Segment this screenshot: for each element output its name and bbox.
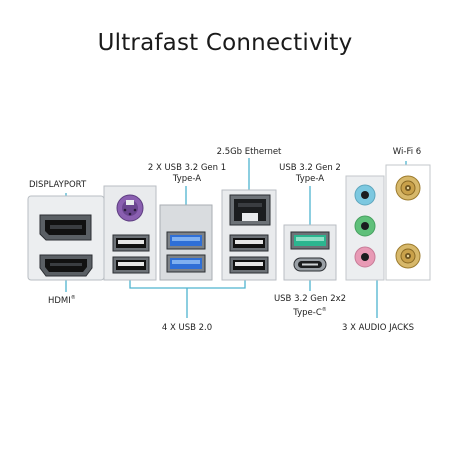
label-usb32-gen1-line1: 2 X USB 3.2 Gen 1: [147, 163, 227, 173]
label-usb32-gen2x2-line2: Type-C: [293, 307, 322, 318]
label-ethernet: 2.5Gb Ethernet: [216, 147, 282, 157]
label-usb32-gen2x2-mark: ®: [321, 307, 327, 313]
ethernet-usb20-block: [221, 189, 277, 281]
audio-block: [345, 175, 385, 281]
usb32-gen1-port-2[interactable]: [166, 254, 206, 273]
displayport-port[interactable]: [39, 214, 92, 241]
usb20-port-4[interactable]: [229, 256, 269, 274]
usb32-gen1-port-1[interactable]: [166, 231, 206, 250]
ps2-usb20-block-left: [103, 185, 157, 281]
label-audio: 3 X AUDIO JACKS: [341, 323, 415, 333]
usb32-gen2-block: [283, 224, 337, 281]
label-usb20: 4 X USB 2.0: [161, 323, 213, 333]
wifi-antenna-connector-2[interactable]: [395, 243, 421, 269]
label-usb32-gen2-line2: Type-A: [295, 174, 325, 184]
label-usb32-gen2x2-line1: USB 3.2 Gen 2x2: [273, 294, 347, 304]
usb32-gen2-typea-port[interactable]: [290, 231, 330, 250]
label-usb32-gen2x2-line2-wrap: Type-C®: [266, 305, 354, 319]
page-title: Ultrafast Connectivity: [97, 30, 353, 56]
wifi-antenna-connector-1[interactable]: [395, 175, 421, 201]
audio-jack-line-out[interactable]: [354, 215, 376, 237]
usb32-gen2x2-typec-port[interactable]: [293, 257, 327, 272]
label-hdmi-mark: ®: [70, 295, 76, 301]
label-hdmi-text: HDMI: [48, 295, 71, 306]
label-usb32-gen1: 2 X USB 3.2 Gen 1 Type-A: [140, 163, 234, 185]
ps2-port[interactable]: [116, 194, 144, 222]
label-usb32-gen2x2: USB 3.2 Gen 2x2 Type-C®: [266, 294, 354, 319]
usb20-port-3[interactable]: [229, 234, 269, 252]
audio-jack-line-in[interactable]: [354, 184, 376, 206]
label-hdmi: HDMI®: [48, 293, 76, 307]
label-usb32-gen1-line2: Type-A: [172, 174, 202, 184]
wifi-antenna-block: [385, 164, 431, 281]
usb20-port-1[interactable]: [112, 234, 150, 252]
label-displayport: DISPLAYPORT: [29, 180, 87, 190]
video-port-block: [27, 195, 105, 281]
label-wifi: Wi-Fi 6: [392, 147, 422, 157]
label-usb32-gen2-line1: USB 3.2 Gen 2: [279, 163, 341, 173]
hdmi-port[interactable]: [39, 254, 93, 277]
audio-jack-mic-in[interactable]: [354, 246, 376, 268]
usb32-gen1-block: [159, 204, 213, 281]
usb20-port-2[interactable]: [112, 256, 150, 274]
label-usb32-gen2: USB 3.2 Gen 2 Type-A: [272, 163, 348, 185]
ethernet-port[interactable]: [229, 194, 271, 226]
